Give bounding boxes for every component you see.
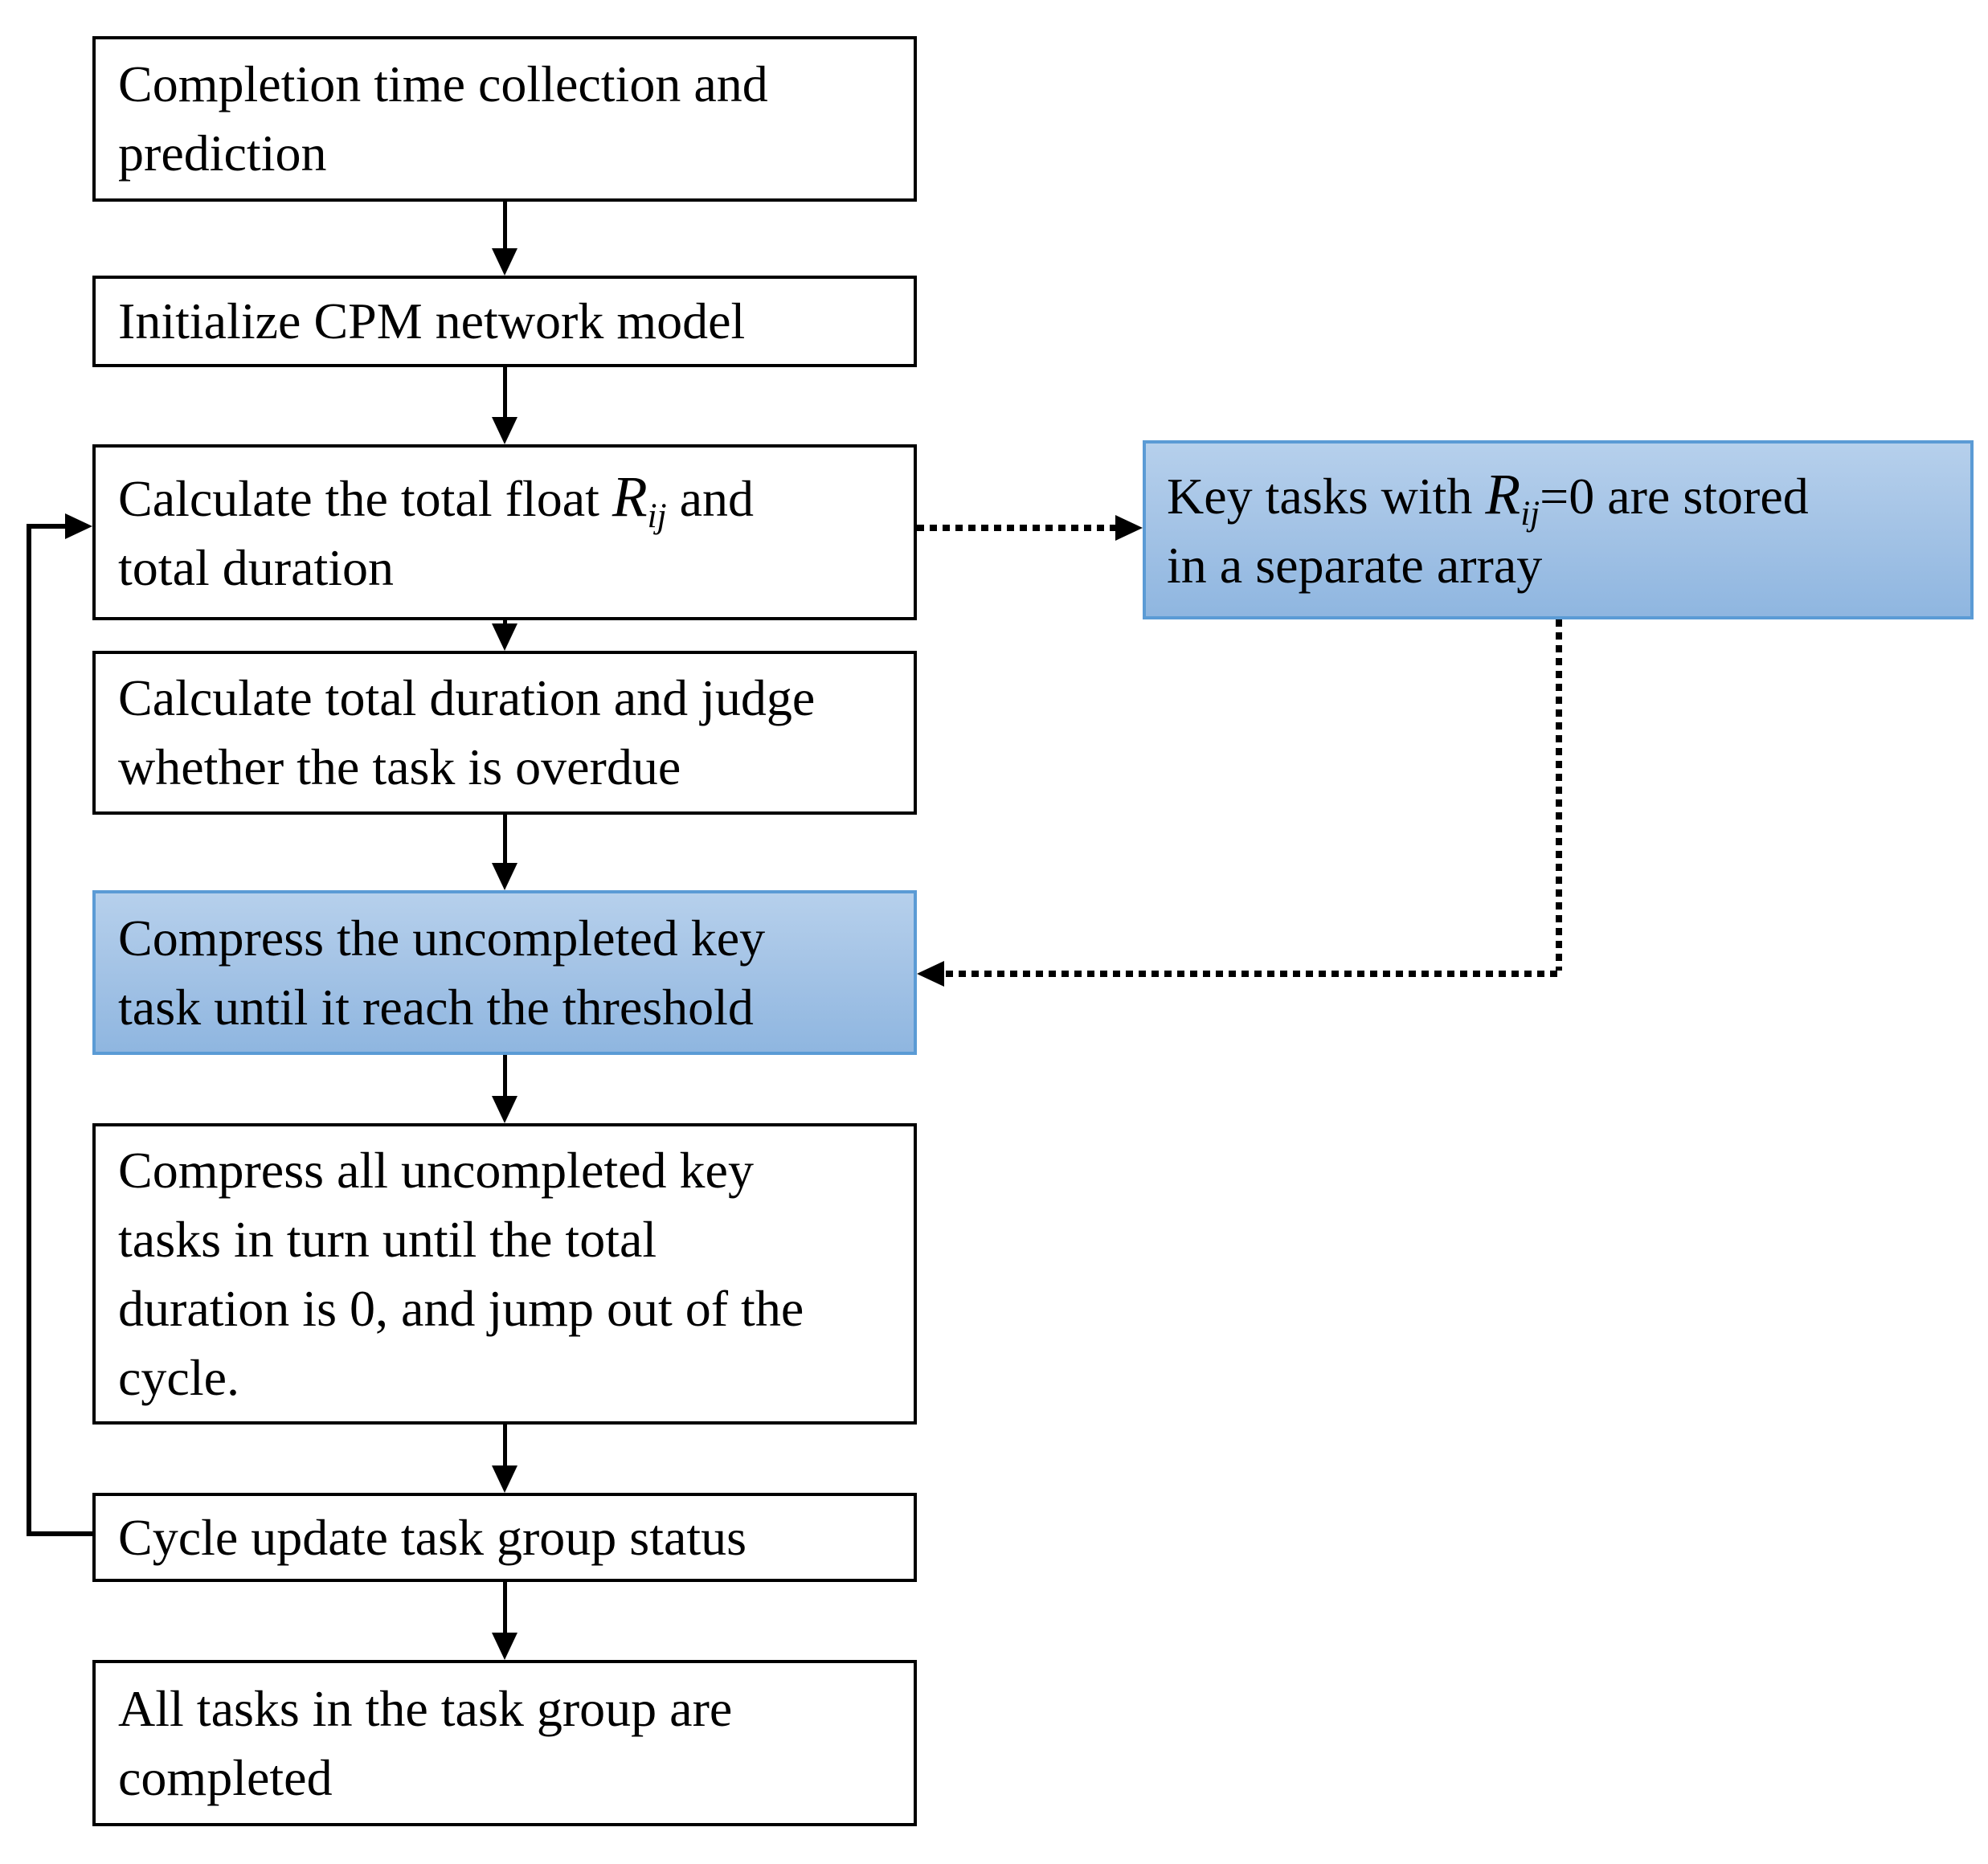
step-label: Compress all uncompleted key tasks in tu…	[118, 1141, 804, 1406]
arrowhead-down-icon	[492, 417, 517, 444]
step-label: Initialize CPM network model	[118, 292, 746, 350]
arrowhead-down-icon	[492, 863, 517, 890]
dotted-arrow-sidenote-down	[1556, 619, 1562, 971]
step-compress-uncompleted-key-task: Compress the uncompleted key task until …	[92, 890, 917, 1055]
side-note-line2: in a separate array	[1167, 537, 1543, 594]
step-compress-all-key-tasks: Compress all uncompleted key tasks in tu…	[92, 1123, 917, 1425]
step-label: Compress the uncompleted key task until …	[118, 909, 766, 1036]
step-label: Calculate total duration and judge wheth…	[118, 669, 816, 795]
step-completion-time-collection: Completion time collection and predictio…	[92, 36, 917, 202]
step-label: All tasks in the task group are complete…	[118, 1679, 733, 1806]
step-all-tasks-completed: All tasks in the task group are complete…	[92, 1660, 917, 1826]
arrowhead-down-icon	[492, 1633, 517, 1660]
arrow-step7-step8	[503, 1582, 507, 1633]
step-judge-overdue: Calculate total duration and judge wheth…	[92, 651, 917, 815]
arrowhead-right-icon	[1115, 515, 1143, 541]
arrow-step5-step6	[503, 1055, 507, 1096]
step-label: Completion time collection and predictio…	[118, 55, 768, 182]
arrowhead-right-icon	[65, 513, 92, 539]
side-note-key-tasks-array: Key tasks with Rij=0 are stored in a sep…	[1143, 440, 1974, 619]
arrow-step1-step2	[503, 202, 507, 248]
step-label-line1: Calculate the total float Rij and	[118, 464, 754, 535]
side-note-line1: Key tasks with Rij=0 are stored	[1167, 462, 1809, 533]
arrow-step4-step5	[503, 815, 507, 863]
loop-bottom-segment	[27, 1531, 92, 1536]
step-calculate-total-float: Calculate the total float Rij and total …	[92, 444, 917, 620]
dotted-arrow-step3-sidenote	[917, 525, 1115, 531]
arrowhead-down-icon	[492, 1465, 517, 1493]
arrowhead-left-icon	[917, 961, 944, 987]
dotted-arrow-sidenote-step5	[946, 971, 1557, 977]
step-initialize-cpm-network: Initialize CPM network model	[92, 276, 917, 367]
step-label-line2: total duration	[118, 539, 395, 596]
loop-top-segment	[27, 524, 65, 529]
arrow-step6-step7	[503, 1425, 507, 1465]
formula-rij: Rij	[1485, 462, 1540, 533]
arrowhead-down-icon	[492, 1096, 517, 1123]
step-label: Cycle update task group status	[118, 1508, 747, 1566]
step-cycle-update-status: Cycle update task group status	[92, 1493, 917, 1582]
arrowhead-down-icon	[492, 248, 517, 276]
formula-rij: Rij	[612, 464, 667, 535]
arrow-step2-step3	[503, 367, 507, 417]
arrowhead-down-icon	[492, 623, 517, 651]
loop-vertical-segment	[27, 524, 31, 1536]
arrow-step3-step4	[503, 619, 507, 623]
